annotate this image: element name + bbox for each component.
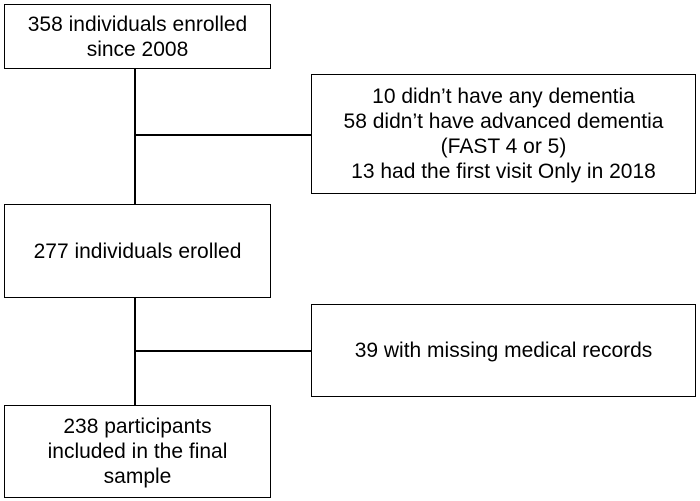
box-text-line: sample	[103, 465, 172, 488]
box-text-line: 39 with missing medical records	[354, 339, 653, 362]
enrolled-since-2008-box: 358 individuals enrolled since 2008	[4, 4, 271, 69]
box-text-line: 13 had the first visit Only in 2018	[351, 160, 656, 183]
exclusion-criteria-box: 10 didn’t have any dementia 58 didn’t ha…	[311, 74, 696, 194]
final-sample-box: 238 participants included in the final s…	[4, 405, 271, 498]
box-text-line: 277 individuals erolled	[33, 239, 242, 263]
connector-line-exclusion-1	[134, 134, 311, 136]
missing-records-box: 39 with missing medical records	[311, 304, 696, 397]
box-text-line: 238 participants	[63, 415, 212, 438]
connector-line-vertical-1	[134, 69, 136, 204]
box-text-line: since 2008	[86, 37, 189, 61]
box-text-line: 58 didn’t have advanced dementia	[343, 110, 664, 133]
box-text-line: included in the final	[47, 440, 228, 463]
connector-line-exclusion-2	[134, 350, 311, 352]
connector-line-vertical-2	[134, 298, 136, 405]
individuals-enrolled-box: 277 individuals erolled	[4, 204, 271, 298]
box-text-line: 10 didn’t have any dementia	[372, 85, 635, 108]
box-text-line: 358 individuals enrolled	[27, 12, 248, 36]
box-text-line: (FAST 4 or 5)	[440, 135, 567, 158]
